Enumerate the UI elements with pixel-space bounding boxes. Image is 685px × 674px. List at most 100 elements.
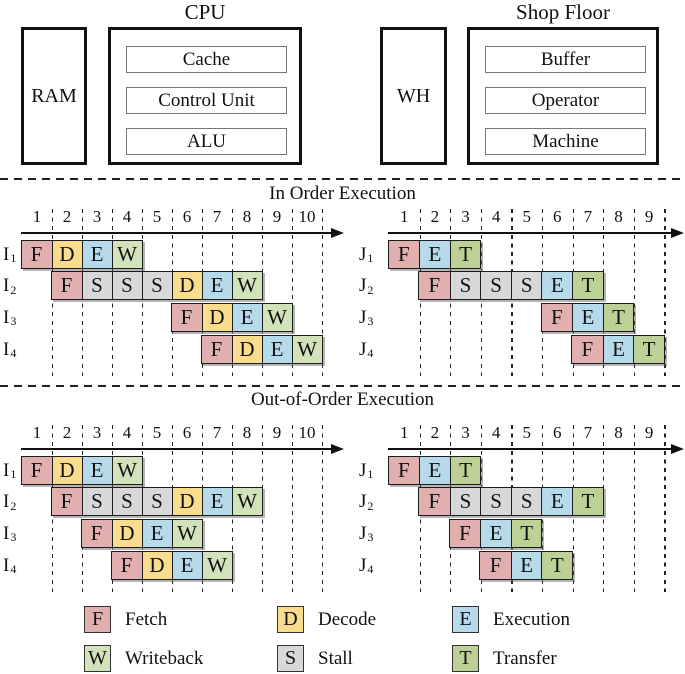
tick-label: 6 [553,423,562,442]
stage-cell: T [510,519,542,547]
shop-component-buffer: Buffer [485,46,646,73]
tick-label: 2 [62,423,72,442]
fetch-swatch-icon: F [84,606,111,633]
legend-item-execution: E Execution [452,600,570,639]
legend-item-decode: D Decode [277,600,452,639]
tick-label: 1 [32,207,42,226]
stage-cell: W [111,240,142,268]
stage-cell: F [81,519,112,547]
stage-cell: D [171,488,202,516]
tick-label: 4 [491,207,501,226]
stage-cell: E [572,303,603,331]
decode-swatch-icon: D [277,606,304,633]
stage-cell: F [21,456,52,484]
stage-cell: F [51,272,82,300]
tick-label: 5 [152,423,162,442]
tick-label: 3 [92,423,102,442]
time-axis-line [21,448,333,450]
stage-cell: S [111,272,142,300]
stage-cell: E [231,303,262,331]
stage-cell: D [51,456,82,484]
stage-cell: D [111,519,142,547]
time-axis-line [21,232,333,234]
stage-cell: S [480,272,511,300]
grid-line [292,209,294,376]
legend-label: Transfer [493,647,557,669]
axis-arrow-icon [331,227,344,238]
stage-cell: F [572,335,603,363]
time-axis-line [388,232,673,234]
grid-line [603,209,605,376]
in-order-section-title: In Order Execution [269,183,416,204]
cpu-component-control-unit: Control Unit [126,87,287,114]
tick-label: 2 [62,207,72,226]
tick-label: 8 [242,423,252,442]
legend-label: Stall [318,647,353,669]
stage-cell: F [21,240,52,268]
grid-line [292,425,294,592]
stage-cell: S [141,272,172,300]
cpu-component-cache: Cache [126,46,287,73]
wh-box: WH [380,27,447,165]
tick-label: 6 [553,207,562,226]
stage-cell: F [388,456,420,484]
stage-cell: F [449,519,481,547]
stage-cell: T [633,335,664,363]
stage-cell: E [81,240,112,268]
stage-cell: T [449,240,481,268]
stage-cell: T [541,551,573,579]
stage-cell: S [480,488,511,516]
ram-box: RAM [21,27,87,165]
tick-label: 9 [272,207,282,226]
stage-cell: S [81,272,112,300]
tick-label: 7 [212,423,222,442]
tick-label: 2 [430,423,440,442]
stage-cell: S [141,488,172,516]
legend-item-fetch: F Fetch [84,600,277,639]
stage-cell: D [51,240,82,268]
tick-label: 5 [152,207,162,226]
tick-label: 4 [122,207,132,226]
time-axis-line [388,448,673,450]
stage-cell: W [291,335,322,363]
out-of-order-section-title: Out-of-Order Execution [250,389,435,410]
stage-cell: T [572,488,603,516]
stage-cell: F [541,303,573,331]
stage-cell: D [141,551,172,579]
stage-cell: E [510,551,542,579]
tick-label: 7 [583,423,593,442]
stage-cell: E [261,335,292,363]
stall-swatch-icon: S [277,645,304,672]
stage-cell: S [510,488,542,516]
legend-label: Execution [493,608,571,630]
stage-cell: F [388,240,420,268]
stage-cell: S [81,488,112,516]
stage-cell: E [480,519,511,547]
grid-line [322,425,324,592]
stage-cell: W [231,272,262,300]
tick-label: 9 [272,423,282,442]
legend: F Fetch D Decode E Execution W Writeback… [84,600,570,674]
tick-label: 6 [182,423,192,442]
shop-floor-box: Buffer Operator Machine [467,27,659,165]
stage-cell: F [171,303,202,331]
tick-label: 4 [122,423,132,442]
stage-cell: W [261,303,292,331]
stage-cell: E [171,551,202,579]
